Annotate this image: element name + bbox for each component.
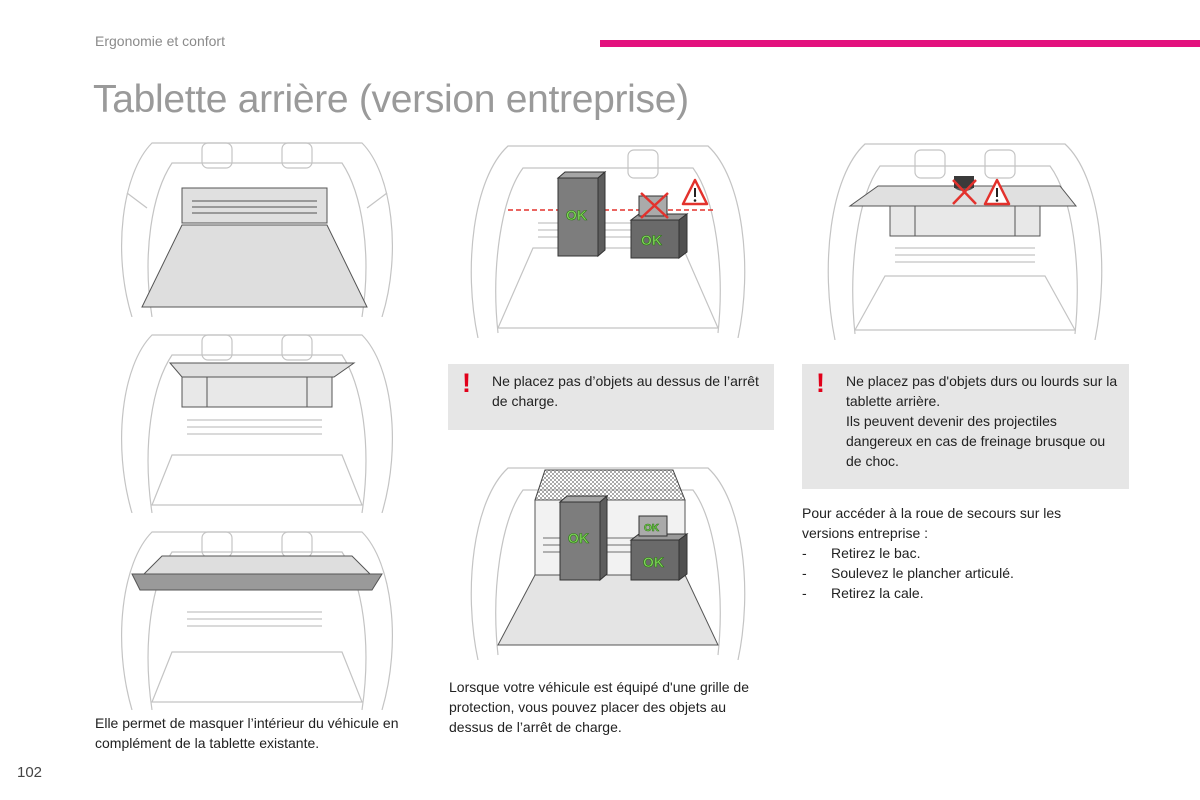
figure-load-stop-rules: OK OK xyxy=(463,138,753,338)
figure-trunk-company-shelf xyxy=(112,522,402,710)
page-title: Tablette arrière (version entreprise) xyxy=(93,78,689,121)
caption-company-shelf: Elle permet de masquer l’intérieur du vé… xyxy=(95,715,399,751)
list-item: -Soulevez le plancher articulé. xyxy=(802,565,1014,581)
ok-label: OK xyxy=(643,554,664,570)
page-number: 102 xyxy=(17,764,43,781)
warning-text: Ne placez pas d’objets au dessus de l’ar… xyxy=(492,373,759,409)
ok-label: OK xyxy=(641,232,662,248)
warning-icon: ! xyxy=(816,368,825,398)
forbidden-icon xyxy=(640,192,669,219)
ok-label: OK xyxy=(568,530,589,546)
warning-box-heavy-objects: ! Ne placez pas d'objets durs ou lourds … xyxy=(802,364,1129,489)
section-header: Ergonomie et confort xyxy=(95,33,225,49)
header-accent-bar xyxy=(600,40,1200,47)
spare-wheel-steps: -Retirez le bac. -Soulevez le plancher a… xyxy=(802,543,1014,603)
spare-wheel-intro: Pour accéder à la roue de secours sur le… xyxy=(802,505,1062,541)
figure-protection-grille: OK OK OK xyxy=(463,460,753,660)
forbidden-icon xyxy=(952,179,977,205)
caption-protection-grille: Lorsque votre véhicule est équipé d'une … xyxy=(449,679,749,735)
warning-box-load-stop: ! Ne placez pas d’objets au dessus de l’… xyxy=(448,364,774,430)
ok-label: OK xyxy=(644,523,660,534)
warning-text: Ils peuvent devenir des projectiles dang… xyxy=(846,413,1106,469)
warning-text: Ne placez pas d'objets durs ou lourds su… xyxy=(846,373,1118,409)
warning-triangle-icon xyxy=(983,178,1011,206)
warning-icon: ! xyxy=(462,368,471,398)
figure-trunk-shelf-closed xyxy=(112,133,402,317)
list-item: -Retirez la cale. xyxy=(802,585,924,601)
warning-triangle-icon xyxy=(681,178,709,206)
figure-no-heavy-objects xyxy=(820,136,1110,340)
figure-trunk-shelf-raised xyxy=(112,325,402,513)
ok-label: OK xyxy=(566,207,587,223)
list-item: -Retirez le bac. xyxy=(802,545,921,561)
